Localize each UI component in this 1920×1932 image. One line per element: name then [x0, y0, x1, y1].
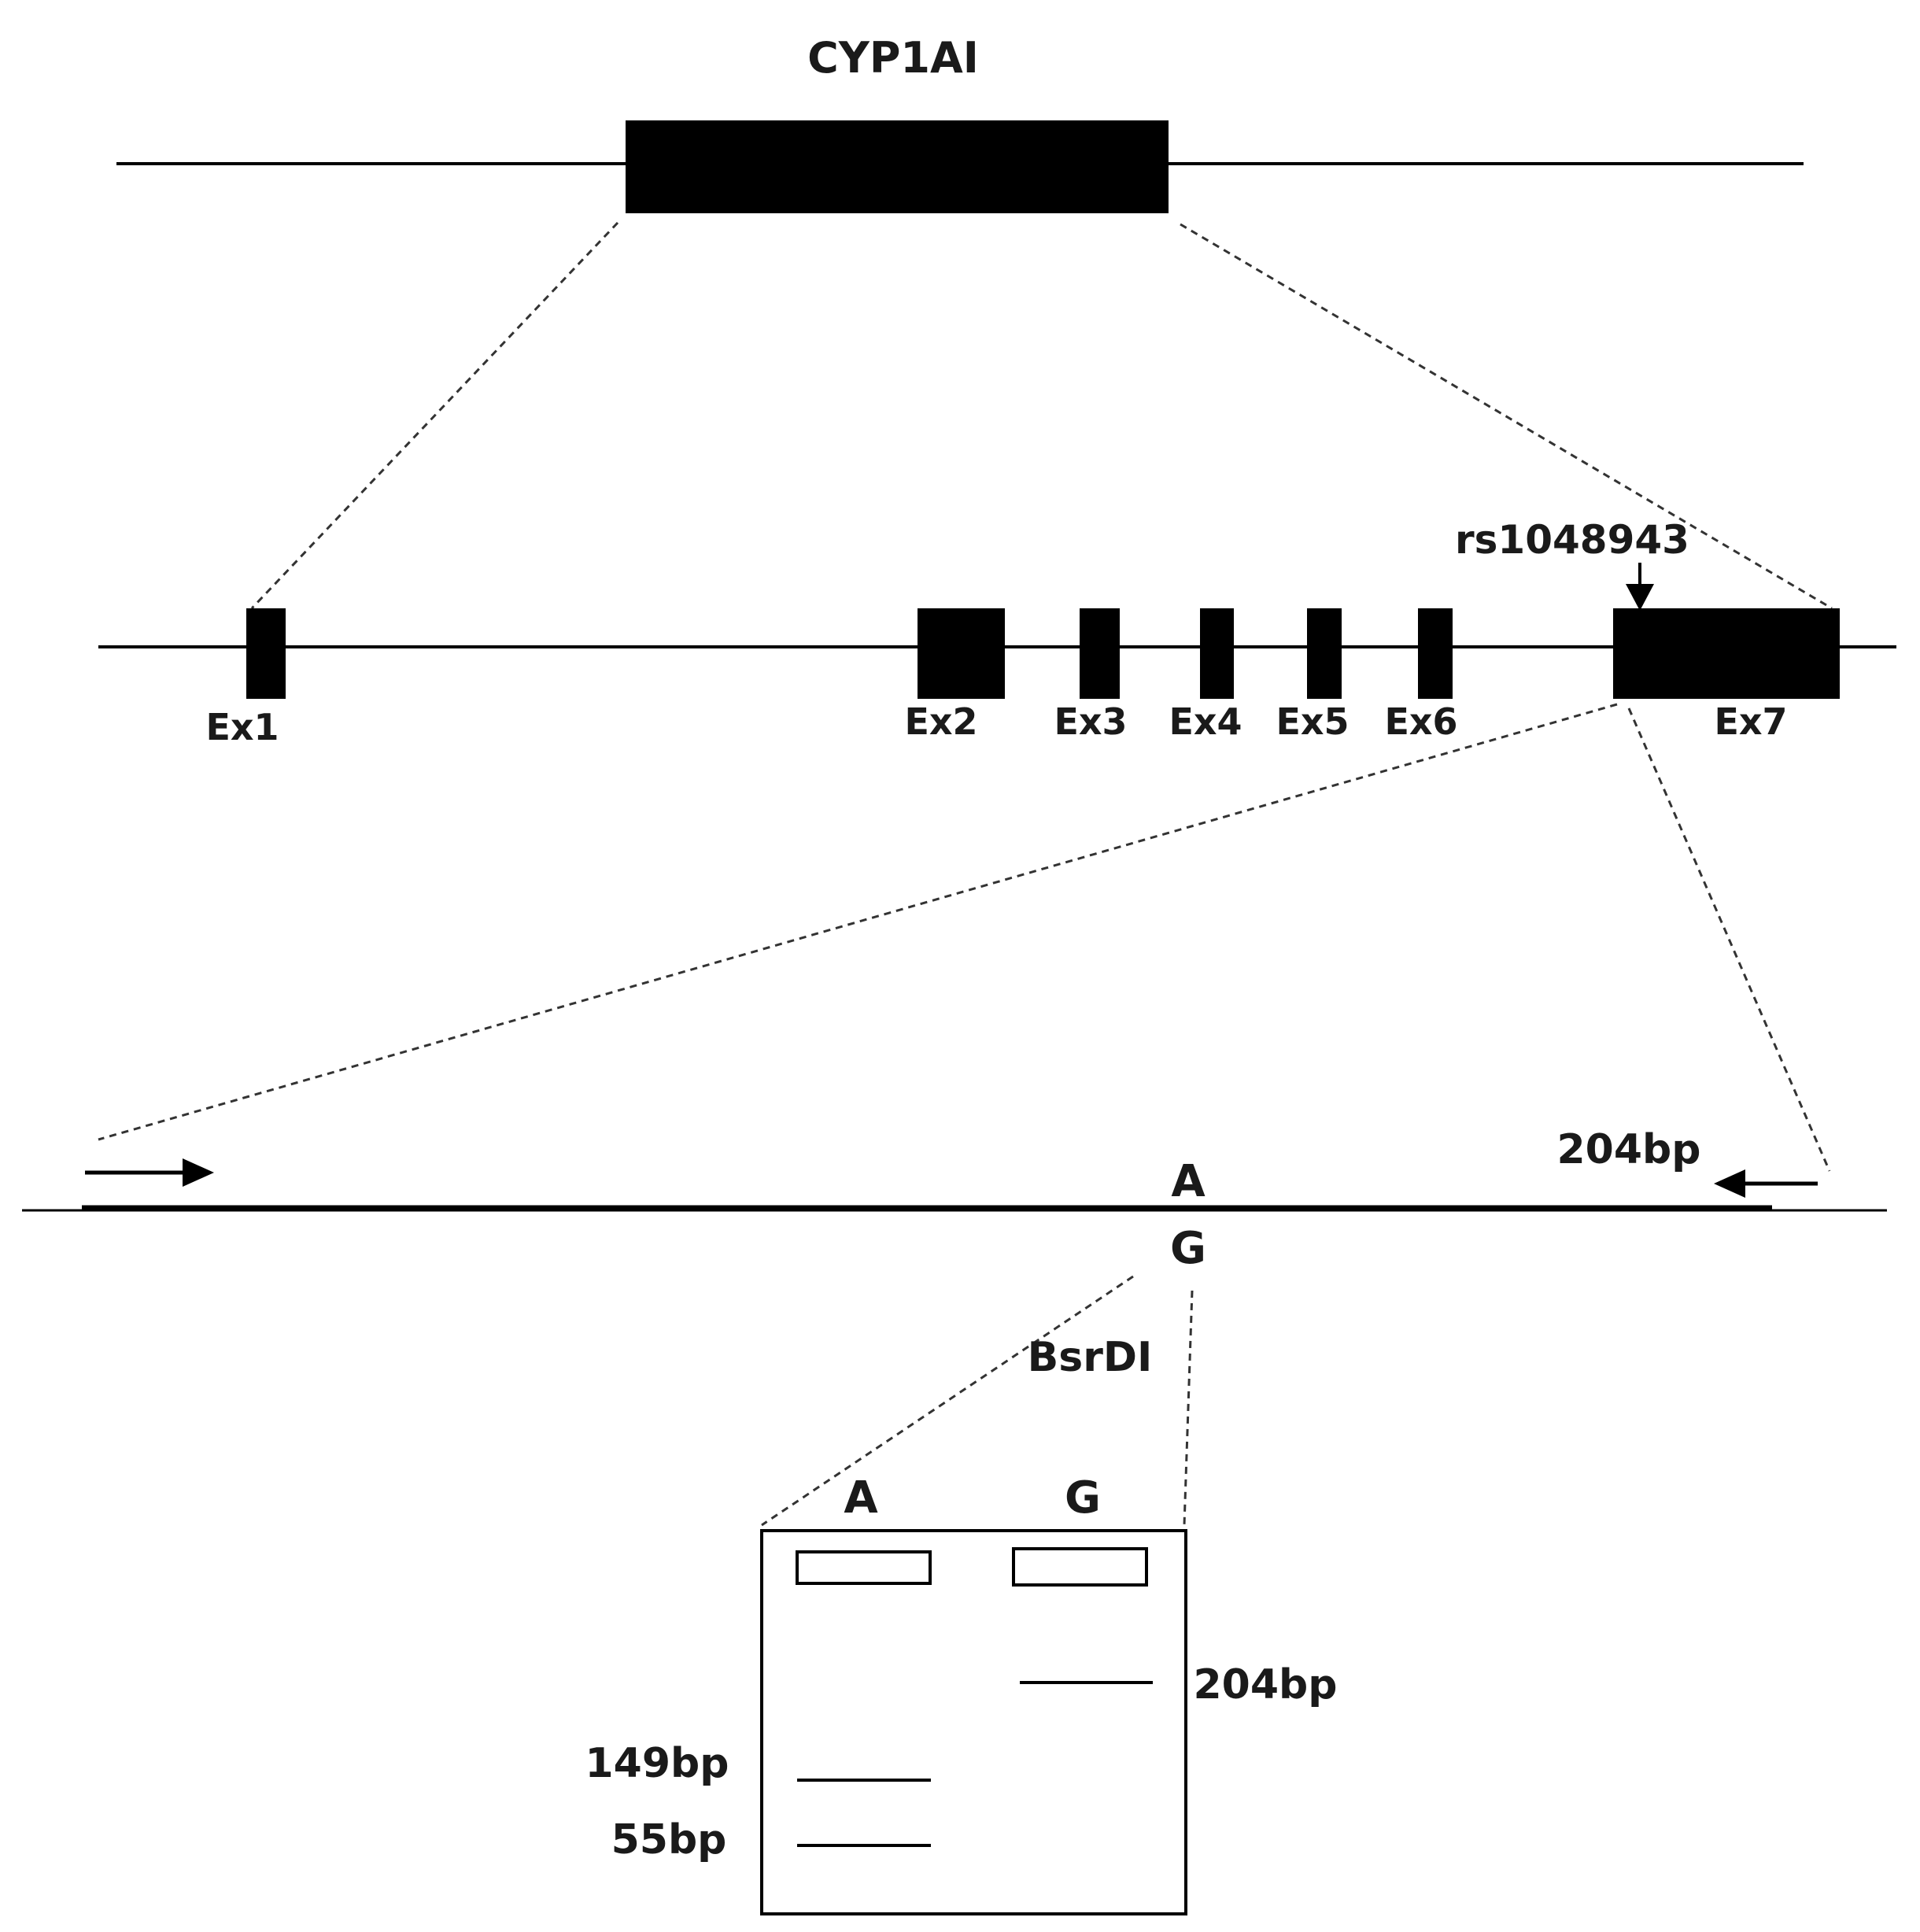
- exon-label-2: Ex2: [904, 700, 977, 743]
- gene-title: CYP1AI: [807, 33, 979, 83]
- forward-primer-icon: [183, 1158, 214, 1187]
- enzyme-label: BsrDI: [1028, 1334, 1153, 1381]
- snp-label: rs1048943: [1455, 517, 1689, 563]
- zoom-line-amplicon-right: [1627, 707, 1831, 1172]
- zoom-line-left: [250, 221, 619, 610]
- allele-g-label: G: [1170, 1223, 1206, 1274]
- exon-label-1: Ex1: [205, 706, 279, 748]
- gel-band-a2-label: 55bp: [611, 1816, 727, 1864]
- exon-4: [1200, 608, 1234, 699]
- exon-label-4: Ex4: [1169, 700, 1242, 743]
- exon-structure: Ex1 Ex2 Ex3 Ex4 Ex5 Ex6 Ex7 rs1048943: [98, 517, 1896, 748]
- exon-7: [1613, 608, 1840, 699]
- snp-arrow-head: [1626, 584, 1654, 611]
- amplicon: 204bp A G: [22, 1126, 1887, 1274]
- exon-5: [1307, 608, 1342, 699]
- zoom-line-gel-right: [1183, 1290, 1194, 1526]
- exon-2: [918, 608, 1005, 699]
- gel-well-g: [1012, 1547, 1148, 1587]
- gel-well-a: [796, 1550, 932, 1585]
- exon-6: [1418, 608, 1453, 699]
- zoom-lines-gel: [761, 1275, 1194, 1527]
- gel-lane-a-label: A: [844, 1472, 878, 1524]
- gel-frame: [760, 1529, 1187, 1915]
- exon-label-5: Ex5: [1276, 700, 1349, 743]
- zoom-line-right: [1180, 223, 1833, 610]
- gene-level: CYP1AI: [116, 33, 1804, 213]
- gel: A G 204bp 149bp 55bp: [585, 1472, 1338, 1915]
- exon-1: [246, 608, 286, 699]
- gel-band-g-label: 204bp: [1194, 1661, 1338, 1709]
- gel-lane-g-label: G: [1065, 1472, 1101, 1524]
- exon-label-6: Ex6: [1384, 700, 1457, 743]
- zoom-lines-exon7: [98, 703, 1831, 1172]
- allele-a-label: A: [1171, 1156, 1206, 1207]
- exon-label-7: Ex7: [1714, 700, 1787, 743]
- zoom-line-amplicon-left: [98, 703, 1618, 1141]
- gel-band-a1-label: 149bp: [585, 1740, 729, 1787]
- exon-3: [1080, 608, 1120, 699]
- zoom-lines-gene: [250, 221, 1833, 610]
- gene-block: [626, 120, 1169, 213]
- reverse-primer-icon: [1714, 1169, 1745, 1198]
- exon-label-3: Ex3: [1054, 700, 1127, 743]
- amplicon-size-label: 204bp: [1557, 1126, 1701, 1173]
